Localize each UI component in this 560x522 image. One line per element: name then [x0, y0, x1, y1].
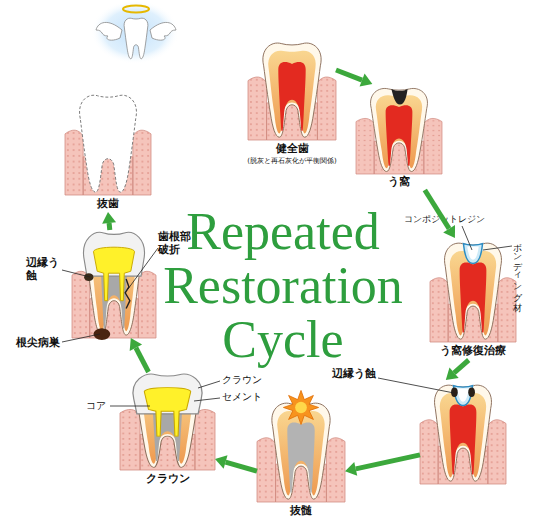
leader-line	[110, 406, 150, 407]
callout-label: セメント	[222, 391, 262, 403]
leader-line	[198, 381, 220, 388]
arrow-head	[215, 455, 228, 468]
stage-node: う窩修復治療コンポジットレジンボンディング材	[430, 238, 516, 360]
tooth-illustration	[430, 243, 516, 342]
tooth-illustration	[356, 88, 442, 174]
marginal-decay	[84, 273, 93, 281]
composite-filling	[463, 244, 482, 264]
arrow-head	[130, 338, 142, 351]
glow	[91, 0, 179, 64]
leader-line	[483, 246, 512, 250]
cycle-arrow	[336, 70, 372, 87]
stage-node: 健全歯(脱灰と再石灰化が平衡関係)	[248, 38, 336, 166]
cycle-arrow	[345, 455, 420, 476]
angel-tooth	[124, 18, 148, 59]
stage-node: 辺縁う蝕歯根部破折根尖病巣	[72, 230, 156, 338]
callout-label: クラウン	[222, 374, 262, 386]
tooth-illustration	[65, 95, 151, 195]
filling-core	[467, 247, 478, 260]
root	[86, 235, 142, 335]
pulp	[386, 105, 413, 166]
stage-node: 抜歯	[65, 90, 151, 212]
callout-label: (脱灰と再石灰化が平衡関係)	[236, 157, 348, 165]
pulp	[450, 405, 477, 475]
stage-label: 辺縁う蝕	[332, 367, 376, 380]
stage-label: 辺縁う蝕	[26, 256, 62, 282]
arrow-head	[446, 367, 459, 380]
explosion-core	[295, 402, 307, 413]
pulp	[278, 62, 305, 131]
arrow-shaft	[454, 360, 469, 373]
callout-label: 根尖病巣	[16, 336, 60, 349]
stage-node: クラウンクラウンセメントコア	[120, 372, 215, 488]
arrow-head	[443, 225, 455, 238]
cycle-arrow	[130, 338, 149, 372]
stage-label: クラウン	[120, 472, 215, 485]
core-build-up	[144, 388, 190, 437]
marginal-decay	[468, 388, 475, 397]
stage-node: 抜髄	[257, 398, 345, 520]
stage-node: う窩	[356, 84, 442, 190]
root	[136, 377, 199, 467]
stage-label: 抜髄	[257, 504, 345, 517]
cycle-arrow	[446, 360, 469, 380]
filling-core	[457, 389, 468, 402]
arrow-shaft	[336, 70, 362, 80]
tooth-illustration	[72, 232, 156, 340]
arrow-shaft	[226, 462, 257, 471]
enamel	[371, 88, 428, 171]
arrow-head	[102, 212, 116, 224]
arrow-head	[345, 462, 357, 476]
dentin	[142, 384, 193, 464]
arrow-shaft	[136, 348, 149, 372]
leader-line	[378, 378, 454, 393]
diagram-title: Repeated Restoration Cycle	[153, 205, 413, 367]
stage-node: 辺縁う蝕	[420, 380, 506, 484]
pulp	[460, 263, 487, 333]
leader-line	[462, 226, 472, 250]
stage-label: う窩	[356, 175, 442, 188]
enamel	[263, 43, 321, 137]
stage-label: 健全歯	[248, 142, 336, 155]
dentin	[268, 51, 315, 134]
leader-line	[194, 398, 220, 401]
leader-line	[62, 334, 100, 342]
explosion-symbol	[283, 390, 318, 424]
stage-label: 抜歯	[65, 197, 151, 210]
cavity	[391, 89, 407, 105]
enamel	[445, 243, 502, 339]
root-fracture	[125, 279, 130, 308]
tooth-illustration	[120, 374, 215, 470]
callout-label: ボンディング材	[512, 236, 523, 296]
tooth-illustration	[257, 390, 345, 502]
halo	[123, 6, 149, 13]
callout-label: コンポジットレジン	[404, 214, 485, 225]
apical-lesion	[93, 328, 110, 340]
cycle-arrow	[102, 212, 116, 230]
dentin	[91, 243, 136, 331]
removed-pulp	[287, 423, 314, 493]
empty-socket	[80, 95, 137, 192]
wing	[150, 22, 176, 40]
arrow-shaft	[356, 455, 420, 469]
callout-label: コア	[86, 400, 106, 412]
leader-line	[128, 248, 158, 289]
stage-label: う窩修復治療	[422, 344, 524, 357]
wing	[96, 22, 122, 40]
tooth-illustration	[248, 43, 336, 140]
core-build-up	[93, 247, 134, 301]
arrow-shaft	[107, 223, 113, 230]
dentin	[376, 95, 422, 168]
arrow-head	[360, 74, 373, 87]
cycle-arrow	[215, 455, 257, 471]
leader-line	[62, 270, 90, 277]
tooth-illustration	[420, 385, 506, 484]
enamel	[435, 385, 492, 481]
